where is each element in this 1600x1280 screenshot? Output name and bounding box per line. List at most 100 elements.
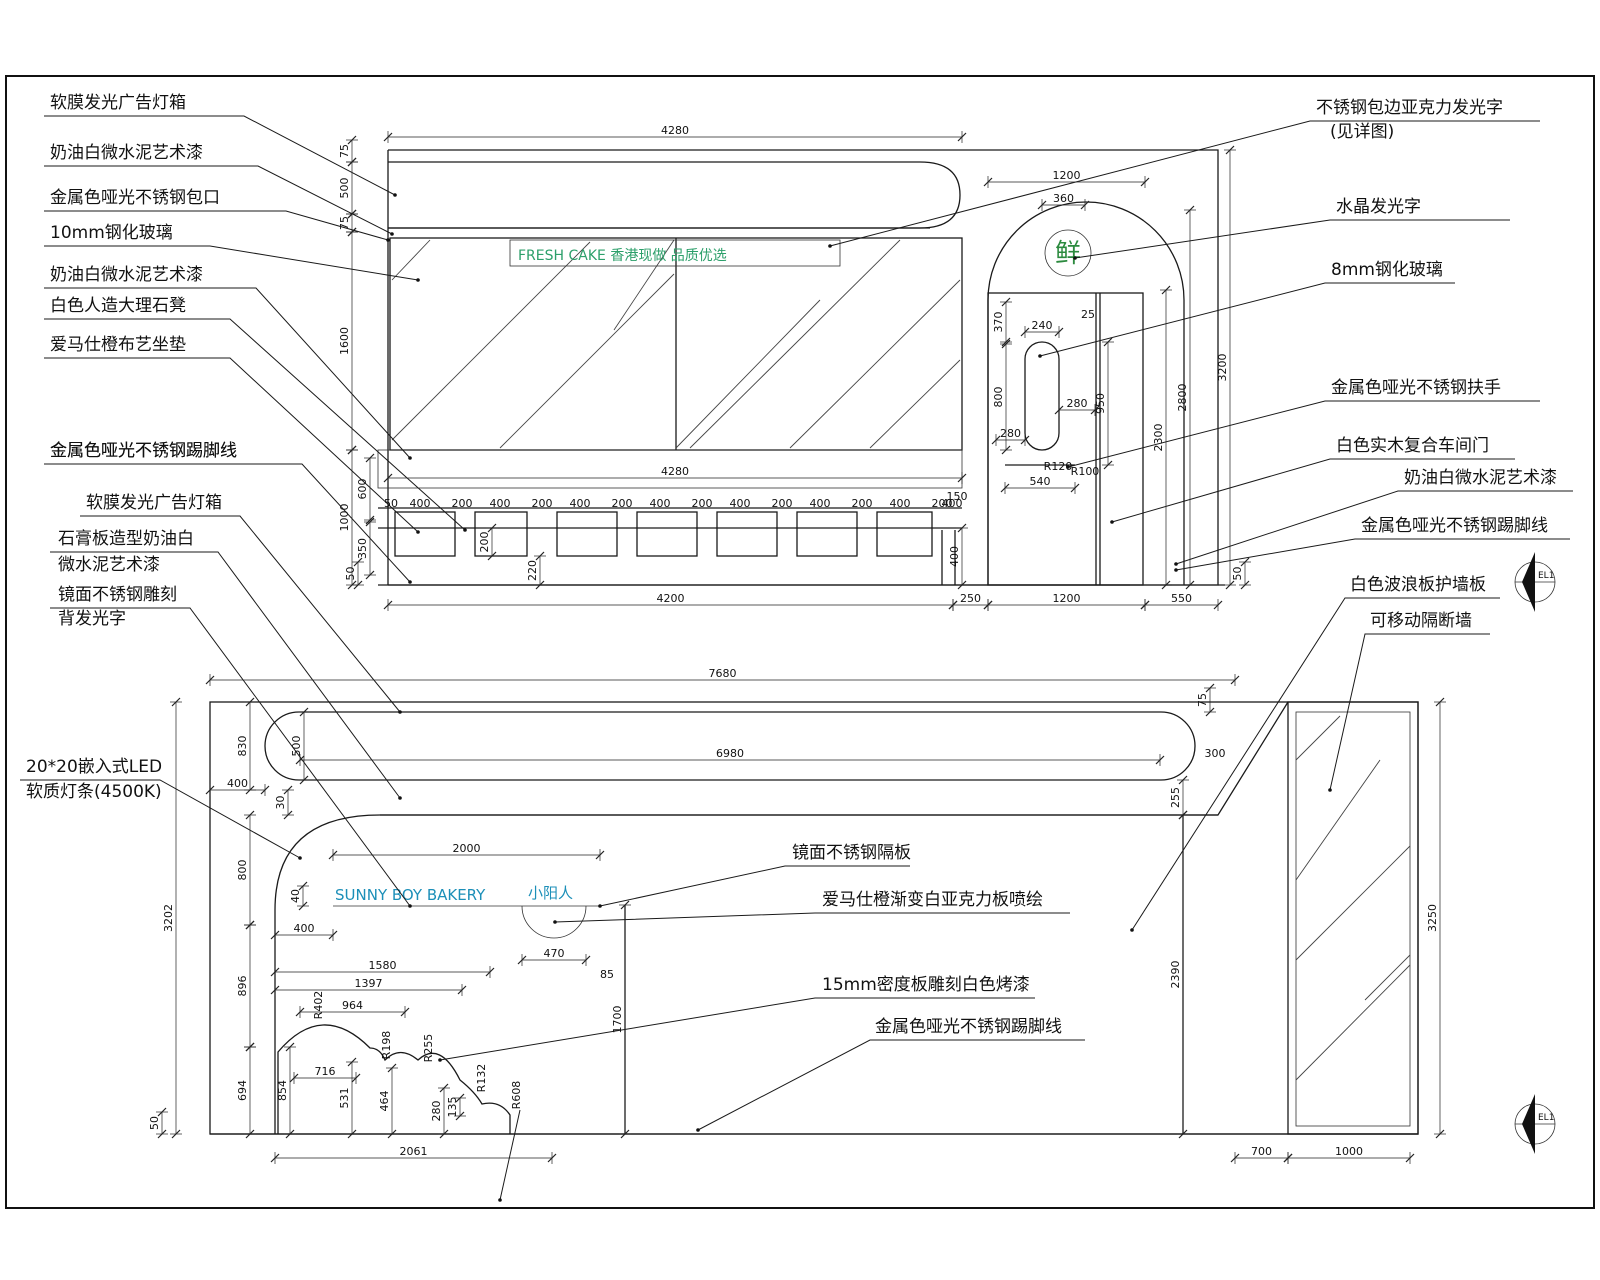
dim-bench-seq-1: 400 [410,497,431,510]
dim-bench-seq-9: 400 [730,497,751,510]
top-right-leader-2-dot [1038,354,1042,358]
dim-b-v75: 75 [1196,693,1209,707]
dim-bench-seq-0: 50 [384,497,398,510]
bottom-left-leader-3-dot [408,904,412,908]
dim-h950: 950 [1094,393,1107,414]
bottom-left-label-0: 金属色哑光不锈钢踢脚线 [50,441,237,461]
fresh-cake-sign-frame [509,239,841,267]
top-left-leader-6-dot [416,530,420,534]
dim-v3202: 3202 [162,904,175,932]
dim-door-arch: 1200 [1053,169,1081,182]
dim-sign-2000: 2000 [453,842,481,855]
bottom-lightbox [264,711,1196,781]
dim-bench-seq-6: 200 [612,497,633,510]
top-right-leader-3-dot [1066,465,1070,469]
dim-b-h716: 716 [315,1065,336,1078]
bottom-left-label-4-sub: 软质灯条(4500K) [26,782,162,802]
top-left-label-0: 软膜发光广告灯箱 [50,93,186,113]
dim-lightbox-end: 300 [1205,747,1226,760]
dim-b-v854: 854 [276,1080,289,1101]
dim-v600: 600 [356,479,369,500]
dim-bench-seq-12: 200 [852,497,873,510]
top-right-label-0-sub: (见详图) [1330,122,1394,142]
dim-v2300: 2300 [1152,424,1165,452]
bottom-center-leader-1 [554,912,1070,923]
top-left-leader-0-dot [393,193,397,197]
dim-bottom-3: 550 [1171,592,1192,605]
top-left-label-7: 金属色哑光不锈钢踢脚线 [50,441,237,461]
dim-bench-seq-4: 200 [532,497,553,510]
carved-cloud-shape [277,1024,511,1134]
dim-bench-seq-15: 400 [942,497,963,510]
dim-v500: 500 [338,178,351,199]
top-left-leader-3-dot [416,278,420,282]
top-left-leader-6 [44,357,419,533]
bottom-left-label-2-sub: 微水泥艺术漆 [58,555,160,575]
top-right-leader-4 [1111,458,1515,523]
top-left-leader-1-dot [390,232,394,236]
top-left-label-4: 奶油白微水泥艺术漆 [50,265,203,285]
sunny-boy-sign: SUNNY BOY BAKERY [335,886,486,904]
top-wall-outline [388,149,1219,586]
sunny-boy-sign-cn: 小阳人 [528,884,573,902]
top-left-leader-5 [44,318,466,531]
bottom-left-label-3: 镜面不锈钢雕刻 [58,585,177,605]
dim-v50r: 50 [1231,567,1244,581]
dim-b-v800: 800 [236,860,249,881]
top-left-leader-5-dot [463,528,467,532]
bottom-left-leader-2 [50,551,401,799]
top-right-label-0: 不锈钢包边亚克力发光字 [1316,98,1503,118]
dim-bench-200v: 200 [478,532,491,553]
dimension-lines: 4280755007516001000600350501200360320028… [148,124,1446,1164]
dim-bench-seq-2: 200 [452,497,473,510]
leader-lines [20,115,1573,1202]
top-left-leader-4 [44,287,411,459]
movable-partition-inner [1295,711,1411,1127]
dim-b-2061: 2061 [400,1145,428,1158]
dim-b-v135: 135 [446,1097,459,1118]
dim-lightbox-len: 6980 [716,747,744,760]
top-right-leader-0 [829,120,1540,247]
dim-h240: 240 [1032,319,1053,332]
dim-b-h1397: 1397 [355,977,383,990]
dim-bench-seq-7: 400 [650,497,671,510]
top-right-leader-4-dot [1110,520,1114,524]
bottom-center-label-3: 金属色哑光不锈钢踢脚线 [875,1017,1062,1037]
dim-b-v531: 531 [338,1088,351,1109]
door-handle-oval [1024,341,1060,451]
dim-sign-470: 470 [544,947,565,960]
top-left-leader-7-dot [408,580,412,584]
dim-sign-85: 85 [600,968,614,981]
dim-h280b: 280 [1000,427,1021,440]
dim-bench-4280: 4280 [661,465,689,478]
dim-b-1000: 1000 [1335,1145,1363,1158]
fresh-cake-sign: FRESH CAKE 香港现做 品质优选 [518,248,727,264]
dim-v1600: 1600 [338,327,351,355]
top-elevation: FRESH CAKE 香港现做 品质优选 鲜 [377,149,1225,586]
top-left-label-3: 10mm钢化玻璃 [50,223,173,243]
top-right-leader-1 [1074,219,1510,259]
dim-b-v30: 30 [274,796,287,810]
bottom-center-leader-3 [697,1039,1085,1131]
dim-top-width: 4280 [661,124,689,137]
sheet-border [5,75,1595,1209]
bottom-left-label-1: 软膜发光广告灯箱 [86,493,222,513]
r608-leader [499,1109,521,1201]
annotation-labels: 软膜发光广告灯箱奶油白微水泥艺术漆金属色哑光不锈钢包口10mm钢化玻璃奶油白微水… [26,93,1557,1037]
bottom-right-leader-1 [1329,633,1490,791]
dim-v50: 50 [344,567,357,581]
movable-partition [1287,701,1419,1135]
dim-h370: 370 [992,312,1005,333]
arch-opening [274,701,1289,1134]
dim-b-v694: 694 [236,1080,249,1101]
door-seal: 鲜 [1055,239,1081,269]
dim-h25: 25 [1081,308,1095,321]
elevation-tag-bottom: EL1 [1514,1094,1556,1154]
dim-r198: R198 [380,1031,393,1060]
bottom-left-leader-4 [20,779,301,859]
dim-b-h400b: 400 [294,922,315,935]
dim-b-700: 700 [1251,1145,1272,1158]
dim-v350: 350 [356,538,369,559]
dim-b-h400a: 400 [227,777,248,790]
dim-v75a: 75 [338,144,351,158]
